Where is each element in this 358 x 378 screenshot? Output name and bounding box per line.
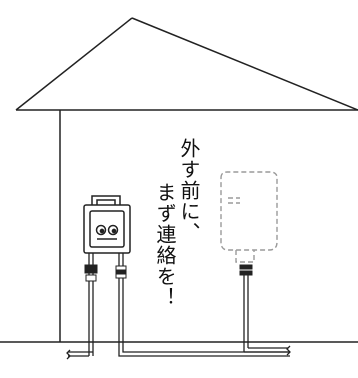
left-pipes	[68, 253, 290, 357]
water-valve-icon	[239, 264, 253, 276]
right-pipe	[243, 275, 288, 353]
water-heater-installed-icon	[83, 195, 131, 254]
water-heater-removed-icon	[220, 171, 278, 263]
message-line-1: 外す前に、	[177, 138, 201, 243]
house-roof	[15, 17, 358, 111]
water-valve-icon	[84, 264, 127, 282]
message-line-2: まず連絡を！	[153, 182, 177, 308]
pipe-break-marks	[66, 345, 291, 360]
